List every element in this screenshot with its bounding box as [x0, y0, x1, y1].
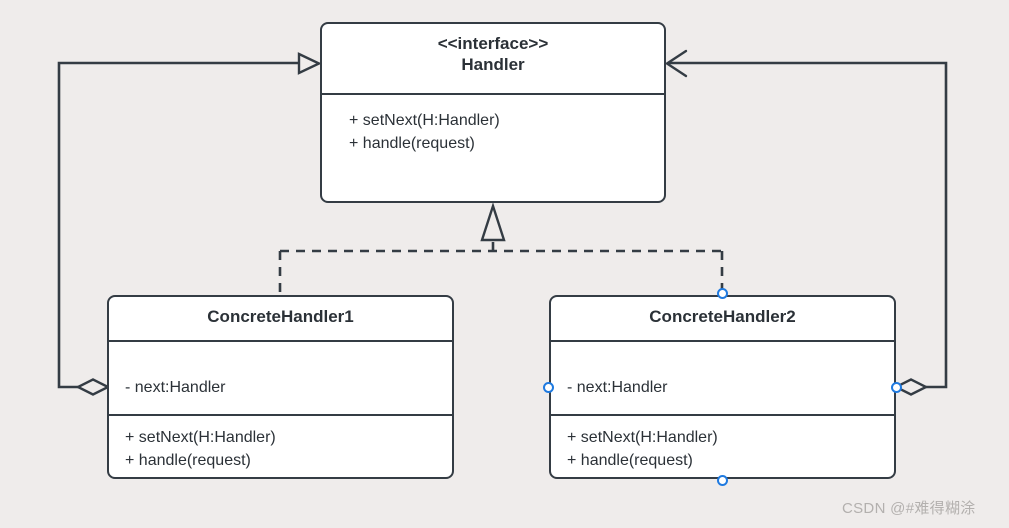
class-title-concretehandler2: ConcreteHandler2: [551, 297, 894, 340]
selection-handle-right[interactable]: [890, 381, 902, 393]
open-arrowhead-icon: [665, 49, 688, 78]
hollow-triangle-arrowhead-icon: [297, 52, 322, 75]
class-name: ConcreteHandler1: [207, 307, 354, 326]
operation-item: + handle(request): [125, 452, 251, 470]
class-title-concretehandler1: ConcreteHandler1: [109, 297, 452, 340]
class-box-concretehandler2[interactable]: ConcreteHandler2 - next:Handler + setNex…: [549, 295, 896, 479]
class-name: Handler: [461, 54, 525, 74]
operation-item: + setNext(H:Handler): [349, 112, 500, 129]
connector-realization[interactable]: [278, 202, 724, 295]
class-stereotype: <<interface>>: [437, 34, 549, 53]
selection-handle-bottom[interactable]: [716, 474, 728, 486]
selection-handle-left[interactable]: [542, 381, 554, 393]
attribute-item: - next:Handler: [125, 379, 226, 396]
compartment-divider: [551, 340, 894, 342]
operations-compartment-concretehandler1: + setNext(H:Handler) + handle(request): [109, 416, 452, 472]
operations-compartment-concretehandler2: + setNext(H:Handler) + handle(request): [551, 416, 894, 472]
operation-item: + setNext(H:Handler): [567, 429, 718, 446]
class-name: ConcreteHandler2: [649, 307, 796, 326]
watermark-text: CSDN @#难得糊涂: [842, 500, 976, 517]
operation-item: + setNext(H:Handler): [125, 429, 276, 446]
operation-item: + handle(request): [349, 135, 475, 153]
attributes-compartment-concretehandler1: - next:Handler: [109, 342, 452, 414]
class-box-concretehandler1[interactable]: ConcreteHandler1 - next:Handler + setNex…: [107, 295, 454, 479]
operations-compartment-handler: + setNext(H:Handler) + handle(request): [322, 95, 664, 155]
hollow-triangle-arrowhead-icon: [480, 202, 506, 242]
attributes-compartment-concretehandler2: - next:Handler: [551, 342, 894, 414]
hollow-diamond-icon: [75, 378, 111, 396]
compartment-divider: [322, 93, 664, 95]
compartment-divider: [551, 414, 894, 416]
attribute-item: - next:Handler: [567, 379, 668, 396]
realization-dashed-path: [278, 248, 724, 295]
operation-item: + handle(request): [567, 452, 693, 470]
compartment-divider: [109, 340, 452, 342]
class-box-handler[interactable]: <<interface>> Handler + setNext(H:Handle…: [320, 22, 666, 203]
class-title-handler: <<interface>> Handler: [322, 24, 664, 93]
selection-handle-top[interactable]: [716, 287, 728, 299]
compartment-divider: [109, 414, 452, 416]
